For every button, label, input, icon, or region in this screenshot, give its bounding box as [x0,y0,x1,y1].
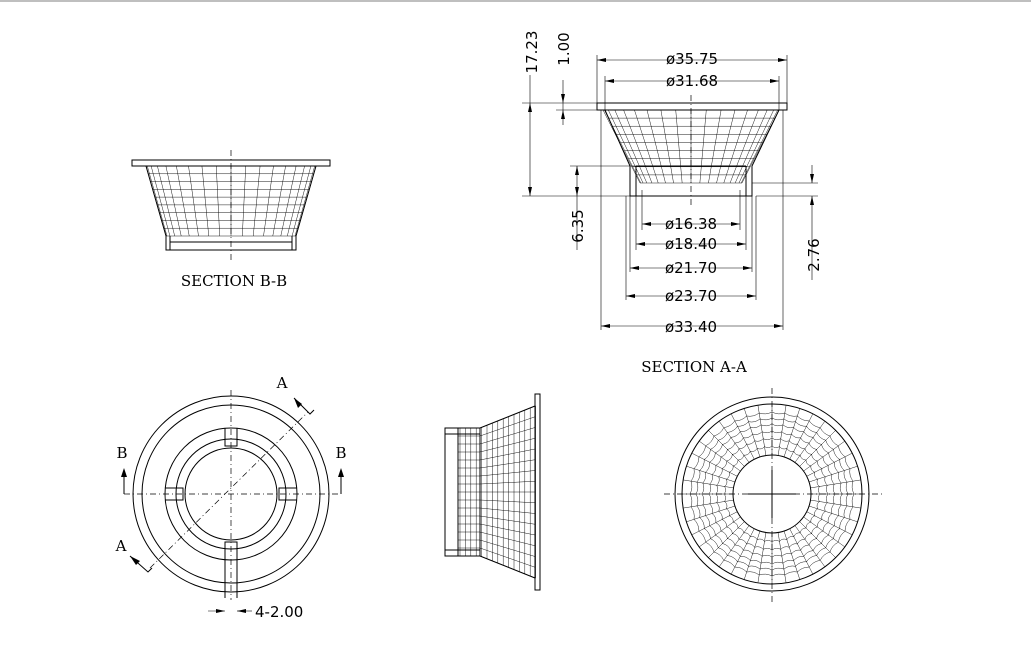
bottom-view-holder [121,390,344,613]
dim-d23-70: ø23.70 [665,287,717,305]
side-view [444,393,541,591]
front-view-facets [682,404,862,584]
dim-2-76: 2.76 [805,238,823,271]
dim-d31-68: ø31.68 [666,72,718,90]
section-b-b-reflector-facets [145,165,317,237]
cut-label-a-top: A [276,374,288,392]
dim-d33-40: ø33.40 [665,318,717,336]
cut-label-a-bottom: A [115,537,127,555]
section-a-a-label: SECTION A-A [641,358,747,376]
section-a-a-reflector-facets [602,109,780,184]
section-b-b-label: SECTION B-B [181,272,287,290]
dim-6-35: 6.35 [569,209,587,242]
dim-17-23: 17.23 [523,31,541,74]
height-dimensions [522,75,818,280]
side-view-facets [458,405,536,579]
dim-d18-40: ø18.40 [665,235,717,253]
dim-d35-75: ø35.75 [666,50,718,68]
cut-label-b-right: B [335,444,346,462]
dim-d16-38: ø16.38 [665,215,717,233]
dim-d21-70: ø21.70 [665,259,717,277]
cut-label-b-left: B [116,444,127,462]
slot-width-note: 4-2.00 [255,603,303,621]
section-a-a-view [596,95,788,205]
front-view-reflector [664,388,882,602]
dim-1-00: 1.00 [555,32,573,65]
section-b-b-view [131,150,331,262]
diameter-dimensions [596,55,788,330]
